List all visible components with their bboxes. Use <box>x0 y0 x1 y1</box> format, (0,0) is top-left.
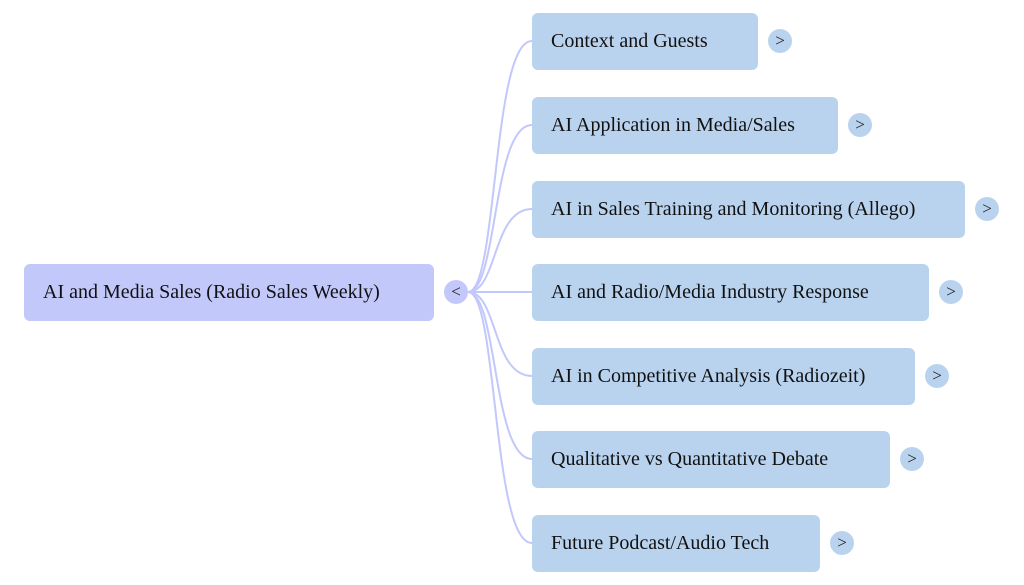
chevron-right-icon: > <box>932 366 942 385</box>
expand-toggle-button[interactable]: > <box>768 29 792 53</box>
connector-line <box>467 291 533 544</box>
connector-line <box>467 208 533 293</box>
collapse-toggle-button[interactable]: < <box>444 280 468 304</box>
child-node[interactable]: Qualitative vs Quantitative Debate <box>532 431 890 488</box>
chevron-right-icon: > <box>982 199 992 218</box>
child-node[interactable]: Context and Guests <box>532 13 758 70</box>
connector-line <box>467 124 533 293</box>
expand-toggle-button[interactable]: > <box>975 197 999 221</box>
expand-toggle-button[interactable]: > <box>900 447 924 471</box>
expand-toggle-button[interactable]: > <box>830 531 854 555</box>
child-node-label: Qualitative vs Quantitative Debate <box>551 448 829 470</box>
child-node[interactable]: AI in Competitive Analysis (Radiozeit) <box>532 348 915 405</box>
child-node[interactable]: AI in Sales Training and Monitoring (All… <box>532 181 965 238</box>
child-node[interactable]: Future Podcast/Audio Tech <box>532 515 820 572</box>
child-node-label: AI in Sales Training and Monitoring (All… <box>551 198 916 220</box>
chevron-left-icon: < <box>451 282 461 301</box>
child-node-label: AI and Radio/Media Industry Response <box>551 281 869 303</box>
expand-toggle-button[interactable]: > <box>939 280 963 304</box>
root-node-label: AI and Media Sales (Radio Sales Weekly) <box>43 281 380 303</box>
chevron-right-icon: > <box>837 533 847 552</box>
connector-line <box>467 291 533 377</box>
expand-toggle-button[interactable]: > <box>925 364 949 388</box>
root-node[interactable]: AI and Media Sales (Radio Sales Weekly) <box>24 264 434 321</box>
child-node[interactable]: AI and Radio/Media Industry Response <box>532 264 929 321</box>
child-node-label: AI in Competitive Analysis (Radiozeit) <box>551 365 866 387</box>
child-node-label: Context and Guests <box>551 30 708 52</box>
connector-line <box>467 291 533 460</box>
expand-toggle-button[interactable]: > <box>848 113 872 137</box>
chevron-right-icon: > <box>775 31 785 50</box>
child-node-label: Future Podcast/Audio Tech <box>551 532 770 554</box>
chevron-right-icon: > <box>946 282 956 301</box>
chevron-right-icon: > <box>907 449 917 468</box>
child-node-label: AI Application in Media/Sales <box>551 114 795 136</box>
chevron-right-icon: > <box>855 115 865 134</box>
child-node[interactable]: AI Application in Media/Sales <box>532 97 838 154</box>
connector-line <box>467 40 533 293</box>
